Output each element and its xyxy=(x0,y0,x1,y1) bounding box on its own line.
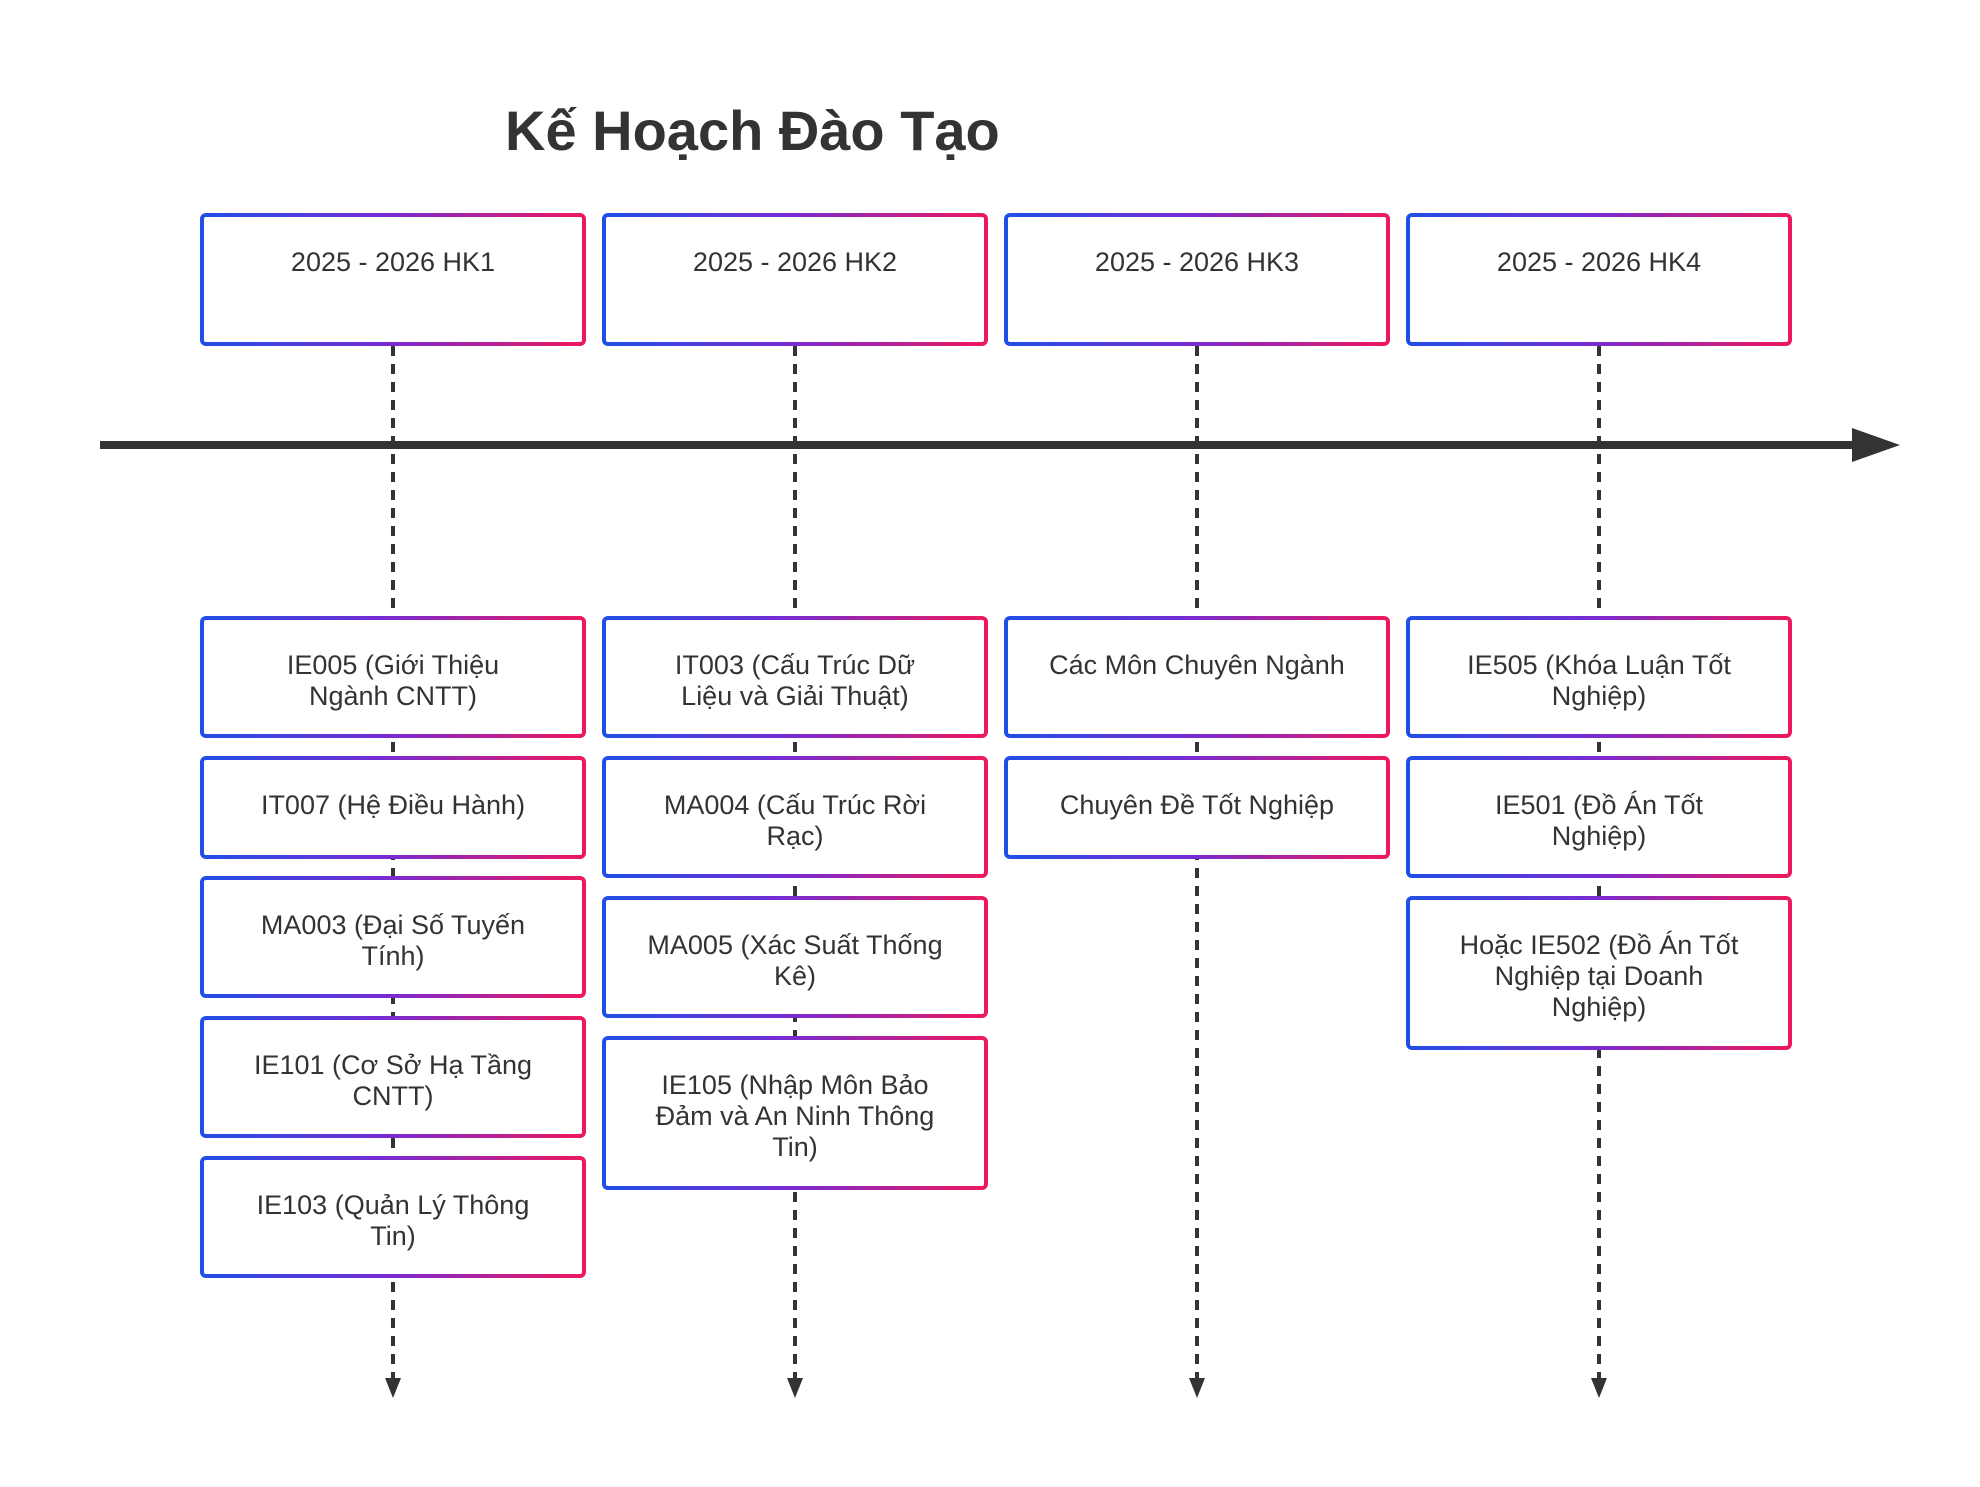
period-box-hk4: 2025 - 2026 HK4 xyxy=(1406,213,1792,346)
dashed-connector-arrowhead-hk3 xyxy=(1189,1378,1205,1398)
dashed-connector-arrowhead-hk1 xyxy=(385,1378,401,1398)
event-box-ie101: IE101 (Cơ Sở Hạ Tầng CNTT) xyxy=(200,1016,586,1138)
event-label-ie101: IE101 (Cơ Sở Hạ Tầng CNTT) xyxy=(253,1050,533,1111)
event-box-chuyen-nganh: Các Môn Chuyên Ngành xyxy=(1004,616,1390,738)
event-label-ie502: Hoặc IE502 (Đồ Án Tốt Nghiệp tại Doanh N… xyxy=(1459,930,1739,1022)
event-label-it003: IT003 (Cấu Trúc Dữ Liệu và Giải Thuật) xyxy=(674,650,916,711)
period-label-hk1: 2025 - 2026 HK1 xyxy=(290,247,496,277)
event-box-ma004: MA004 (Cấu Trúc Rời Rạc) xyxy=(602,756,988,878)
event-label-ma004: MA004 (Cấu Trúc Rời Rạc) xyxy=(663,790,927,851)
event-label-ie105: IE105 (Nhập Môn Bảo Đảm và An Ninh Thông… xyxy=(655,1070,935,1162)
period-label-hk2: 2025 - 2026 HK2 xyxy=(692,247,898,277)
period-box-hk3: 2025 - 2026 HK3 xyxy=(1004,213,1390,346)
event-box-ie005: IE005 (Giới Thiệu Ngành CNTT) xyxy=(200,616,586,738)
event-box-ie505: IE505 (Khóa Luận Tốt Nghiệp) xyxy=(1406,616,1792,738)
timeline-axis-arrowhead xyxy=(1852,428,1900,462)
event-label-ie501: IE501 (Đồ Án Tốt Nghiệp) xyxy=(1494,790,1704,851)
dashed-connector-arrowhead-hk4 xyxy=(1591,1378,1607,1398)
event-box-it003: IT003 (Cấu Trúc Dữ Liệu và Giải Thuật) xyxy=(602,616,988,738)
event-label-ma003: MA003 (Đại Số Tuyến Tính) xyxy=(260,910,526,971)
event-label-chuyen-nganh: Các Môn Chuyên Ngành xyxy=(1049,650,1345,680)
event-box-ie103: IE103 (Quản Lý Thông Tin) xyxy=(200,1156,586,1278)
event-label-ie505: IE505 (Khóa Luận Tốt Nghiệp) xyxy=(1467,650,1731,711)
period-label-hk4: 2025 - 2026 HK4 xyxy=(1496,247,1702,277)
event-box-ie502: Hoặc IE502 (Đồ Án Tốt Nghiệp tại Doanh N… xyxy=(1406,896,1792,1050)
event-box-ie501: IE501 (Đồ Án Tốt Nghiệp) xyxy=(1406,756,1792,878)
event-label-ie005: IE005 (Giới Thiệu Ngành CNTT) xyxy=(286,650,500,711)
event-box-ie105: IE105 (Nhập Môn Bảo Đảm và An Ninh Thông… xyxy=(602,1036,988,1190)
event-label-it007: IT007 (Hệ Điều Hành) xyxy=(260,790,526,820)
period-box-hk1: 2025 - 2026 HK1 xyxy=(200,213,586,346)
event-label-ma005: MA005 (Xác Suất Thống Kê) xyxy=(647,930,943,991)
event-box-it007: IT007 (Hệ Điều Hành) xyxy=(200,756,586,859)
dashed-connector-arrowhead-hk2 xyxy=(787,1378,803,1398)
event-box-chuyen-de: Chuyên Đề Tốt Nghiệp xyxy=(1004,756,1390,859)
event-box-ma003: MA003 (Đại Số Tuyến Tính) xyxy=(200,876,586,998)
event-label-ie103: IE103 (Quản Lý Thông Tin) xyxy=(256,1190,530,1251)
period-box-hk2: 2025 - 2026 HK2 xyxy=(602,213,988,346)
period-label-hk3: 2025 - 2026 HK3 xyxy=(1094,247,1300,277)
event-box-ma005: MA005 (Xác Suất Thống Kê) xyxy=(602,896,988,1018)
event-label-chuyen-de: Chuyên Đề Tốt Nghiệp xyxy=(1059,790,1335,820)
diagram-title: Kế Hoạch Đào Tạo xyxy=(505,99,1000,162)
